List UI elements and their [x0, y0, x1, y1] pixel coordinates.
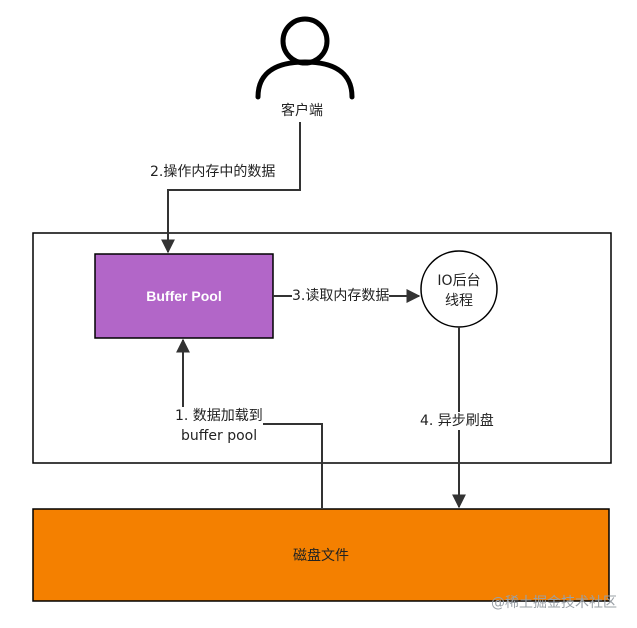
edge-client-to-pool [161, 122, 301, 254]
disk-file-box[interactable] [32, 508, 610, 602]
edge-label-pool-to-io: 3.读取内存数据 [292, 287, 390, 305]
edge-label-client-to-pool: 2.操作内存中的数据 [150, 163, 276, 181]
io-thread-label-line2: 线程 [445, 293, 473, 309]
disk-file-label: 磁盘文件 [293, 548, 349, 564]
buffer-pool-label: Buffer Pool [146, 288, 222, 304]
user-icon [255, 16, 355, 100]
buffer-pool-box[interactable] [94, 253, 274, 339]
edge-label-disk-to-pool-line2: buffer pool [181, 427, 258, 445]
edge-label-disk-to-pool-line1: 1. 数据加载到 [175, 407, 263, 425]
client-label: 客户端 [281, 103, 323, 119]
io-thread-label: IO后台 线程 [419, 254, 499, 328]
io-thread-label-line1: IO后台 [437, 273, 481, 289]
watermark: @稀土掘金技术社区 [491, 595, 617, 611]
edge-label-io-to-disk: 4. 异步刷盘 [420, 412, 494, 430]
